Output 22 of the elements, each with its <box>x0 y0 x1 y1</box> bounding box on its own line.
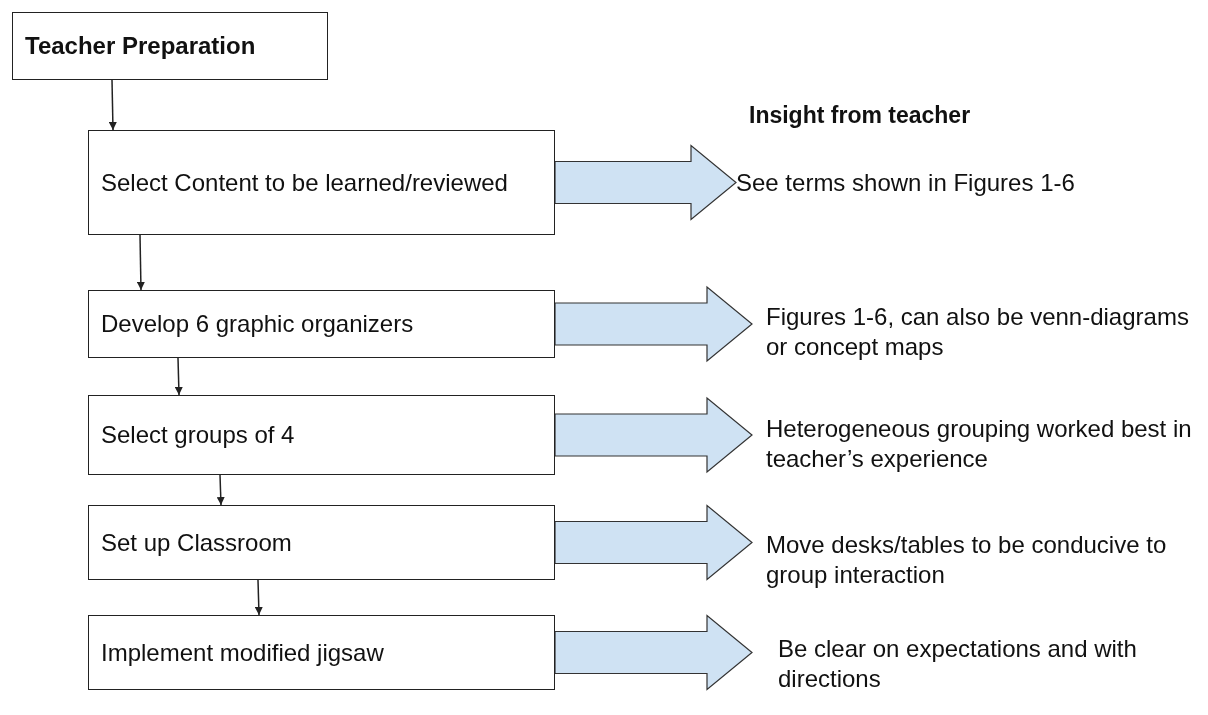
arrow <box>254 579 263 616</box>
block-arrow <box>554 144 737 221</box>
block-arrow <box>554 396 753 474</box>
block-arrow <box>554 614 753 691</box>
process-box: Select groups of 4 <box>88 395 555 475</box>
arrow <box>216 474 225 506</box>
arrow <box>174 357 183 396</box>
process-box: Develop 6 graphic organizers <box>88 290 555 358</box>
insight-text: Move desks/tables to be conducive to group interaction <box>766 530 1168 590</box>
insight-text: Heterogeneous grouping worked best in teacher’s experience <box>766 414 1192 474</box>
arrow <box>108 79 117 131</box>
process-box: Teacher Preparation <box>12 12 328 80</box>
process-box: Select Content to be learned/reviewed <box>88 130 555 235</box>
block-arrow <box>554 285 753 363</box>
arrow <box>136 234 145 291</box>
insight-text: Be clear on expectations and with directions <box>778 634 1138 694</box>
insight-text: See terms shown in Figures 1-6 <box>736 168 1075 198</box>
insight-text: Figures 1-6, can also be venn-diagrams or concept maps <box>766 302 1190 362</box>
block-arrow <box>554 504 753 581</box>
process-box: Implement modified jigsaw <box>88 615 555 690</box>
process-box: Set up Classroom <box>88 505 555 580</box>
column-heading: Insight from teacher <box>749 102 971 129</box>
